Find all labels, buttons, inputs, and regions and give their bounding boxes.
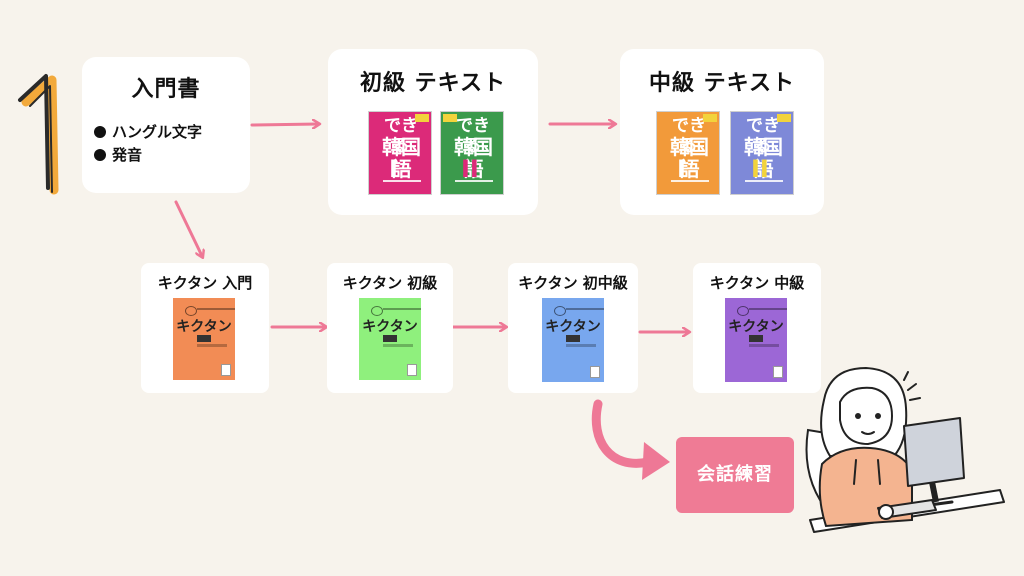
bullet-icon [94,149,106,161]
kikutan-shokyu-card: キクタン 初級 キクタン [327,263,453,393]
cover-line [197,344,227,347]
step-number-1-graphic [18,74,59,195]
cover-line [197,308,235,310]
bullet-item: ハングル文字 [94,121,202,144]
kikutan-cover: キクタン [173,298,235,380]
bullet-icon [94,126,106,138]
arrow-intro-to-kikutan [174,200,202,256]
kikutan-title: キクタン 中級 [709,274,805,292]
book-volume: II [751,155,769,183]
curved-arrow-head [642,442,670,480]
book-cover: できる 韓国語 II [730,111,794,195]
book-badge [443,114,457,122]
cover-line [566,344,596,347]
book-foot-line [383,180,421,182]
kikutan-cover-text: キクタン [545,319,601,335]
cover-mark [221,364,231,376]
book-volume: I [677,155,686,183]
cover-mark [590,366,600,378]
book-title-line2: 韓国語 [670,135,709,181]
cover-line [566,308,604,310]
cover-mark [407,364,417,376]
kikutan-chukyu-card: キクタン 中級 キクタン [693,263,821,393]
book-volume: II [461,155,479,183]
book-title-line2: 韓国語 [454,135,493,181]
cover-badge [566,335,580,342]
cover-line [749,344,779,347]
book-title-line2: 韓国語 [744,135,783,181]
kikutan-cover: キクタン [725,298,787,382]
cover-badge [383,335,397,342]
kikutan-shochukyu-card: キクタン 初中級 キクタン [508,263,638,393]
book-volume: I [389,155,398,183]
book-foot-line [745,180,783,182]
beginner-text-title: 初級 テキスト [360,71,506,96]
beginner-text-card: 初級 テキスト できる 韓国語 I できる 韓国語 II [328,49,538,215]
cover-line [383,344,413,347]
intermediate-text-card: 中級 テキスト できる 韓国語 I できる 韓国語 II [620,49,824,215]
book-cover: できる 韓国語 II [440,111,504,195]
arrow-intro-to-beginner [250,124,318,125]
book-cover: できる 韓国語 I [368,111,432,195]
kikutan-cover-text: キクタン [728,319,784,335]
kikutan-cover-text: キクタン [176,319,232,335]
logo-icon [737,306,749,316]
intro-title: 入門書 [131,77,201,102]
book-badge [703,114,717,122]
kikutan-nyumon-card: キクタン 入門 キクタン [141,263,269,393]
person-at-computer-illustration [805,366,1005,533]
cover-badge [749,335,763,342]
logo-icon [371,306,383,316]
book-title-line1: できる [456,116,490,156]
kikutan-title: キクタン 初中級 [518,274,628,292]
book-title-line1: できる [672,116,706,156]
kikutan-cover-text: キクタン [362,319,418,335]
logo-icon [185,306,197,316]
intermediate-text-title: 中級 テキスト [649,71,795,96]
book-title-line1: できる [746,116,780,156]
intro-bullets: ハングル文字 発音 [94,121,202,167]
curved-arrow-to-conversation [591,399,653,468]
cover-line [383,308,421,310]
book-title-line2: 韓国語 [382,135,421,181]
conversation-practice-box: 会話練習 [676,437,794,513]
cover-mark [773,366,783,378]
kikutan-title: キクタン 入門 [157,274,253,292]
book-title-line1: できる [384,116,418,156]
kikutan-cover: キクタン [542,298,604,382]
book-cover: できる 韓国語 I [656,111,720,195]
cover-line [749,308,787,310]
kikutan-cover: キクタン [359,298,421,380]
book-badge [777,114,791,122]
intro-book-card: 入門書 ハングル文字 発音 [82,57,250,193]
cover-badge [197,335,211,342]
logo-icon [554,306,566,316]
book-foot-line [455,180,493,182]
kikutan-title: キクタン 初級 [342,274,438,292]
book-foot-line [671,180,709,182]
book-badge [415,114,429,122]
bullet-item: 発音 [94,144,202,167]
